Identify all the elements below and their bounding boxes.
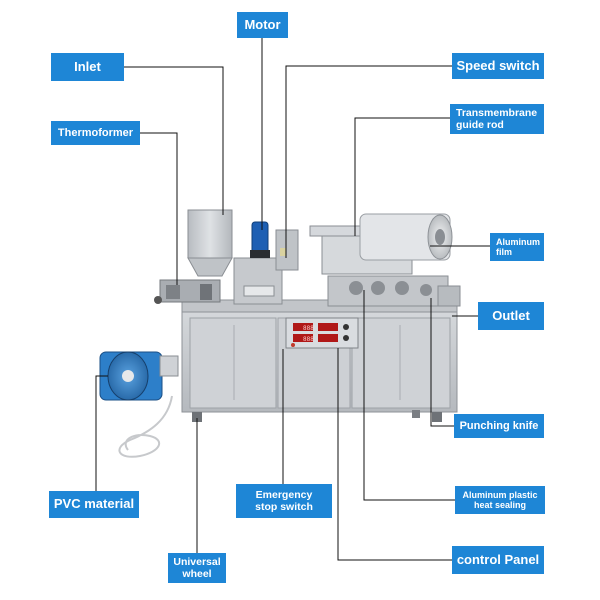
label-aluminum-film: Aluminum film [490,233,544,261]
label-motor: Motor [237,12,288,38]
leader-lines [95,38,490,561]
thermoformer-graphic [154,279,221,304]
label-control-panel: control Panel [452,546,544,574]
aluminum-film-roll [359,213,453,261]
label-pvc-material: PVC material [49,491,139,518]
leader-transmembrane [354,117,450,236]
label-transmembrane-guide-rod: Transmembrane guide rod [450,104,544,134]
pvc-roll [99,351,179,401]
power-cable [118,395,173,458]
leader-punching-knife [430,298,454,427]
hopper [187,209,283,305]
label-speed-switch: Speed switch [452,53,544,79]
label-aluminum-plastic-heat-sealing: Aluminum plastic heat sealing [455,486,545,514]
control-panel-graphic: 888 888 [285,317,359,349]
leader-speed-switch [285,65,452,258]
leader-control-panel [337,348,452,561]
leader-thermoformer [140,132,178,285]
motor-graphic [250,221,299,271]
label-thermoformer: Thermoformer [51,121,140,145]
leader-heat-sealing [363,290,455,501]
label-outlet: Outlet [478,302,544,330]
leader-pvc [95,375,108,504]
label-emergency-stop-switch: Emergency stop switch [236,484,332,518]
label-inlet: Inlet [51,53,124,81]
label-universal-wheel: Universal wheel [168,553,226,583]
display-digits-2: 888 [303,336,314,343]
label-punching-knife: Punching knife [454,414,544,438]
display-digits-1: 888 [303,325,314,332]
leader-inlet [124,66,224,215]
